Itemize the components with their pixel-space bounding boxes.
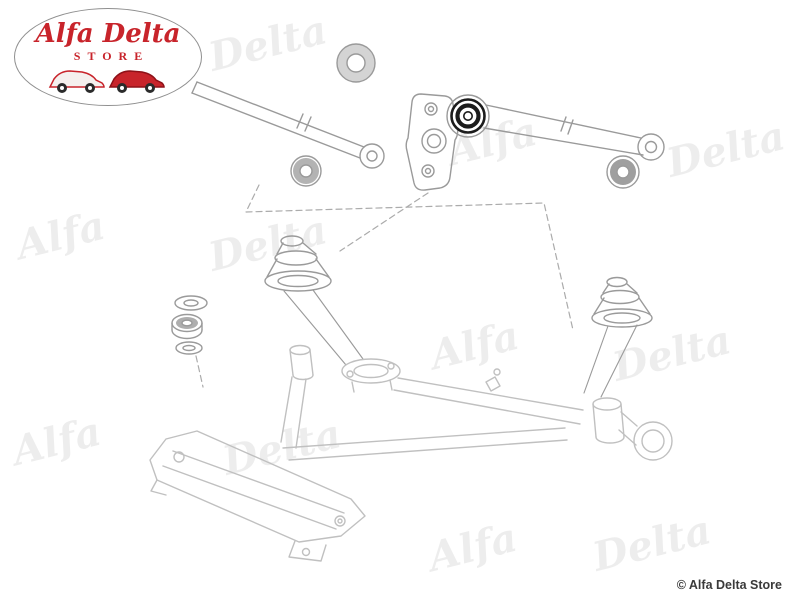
- highlighted-bushing-icon: [450, 98, 486, 134]
- bushing-left-icon: [290, 155, 322, 187]
- logo-store-label: STORE: [73, 48, 150, 63]
- rubber-mount-right-icon: [583, 276, 653, 398]
- logo-cars: [48, 69, 165, 93]
- classic-car-icon-right: [108, 69, 165, 93]
- rubber-mount-left-icon: [264, 235, 364, 366]
- bushing-right-icon: [606, 155, 640, 189]
- assembly-guide-lines: [195, 184, 574, 388]
- classic-car-icon-left: [48, 69, 105, 93]
- trailing-rod-left-icon: [191, 81, 385, 169]
- crossmember-bracket-icon: [149, 430, 366, 562]
- control-arm-assembly-icon: [280, 344, 673, 461]
- arm-right-icon: [446, 94, 665, 161]
- logo-script-text: Alfa Delta: [35, 18, 181, 49]
- washer-stack-icon: [171, 295, 208, 355]
- mount-bracket-icon: [405, 93, 459, 191]
- store-logo: Alfa Delta STORE: [14, 8, 202, 106]
- copyright-text: © Alfa Delta Store: [676, 578, 782, 592]
- bushing-top-icon: [336, 43, 376, 83]
